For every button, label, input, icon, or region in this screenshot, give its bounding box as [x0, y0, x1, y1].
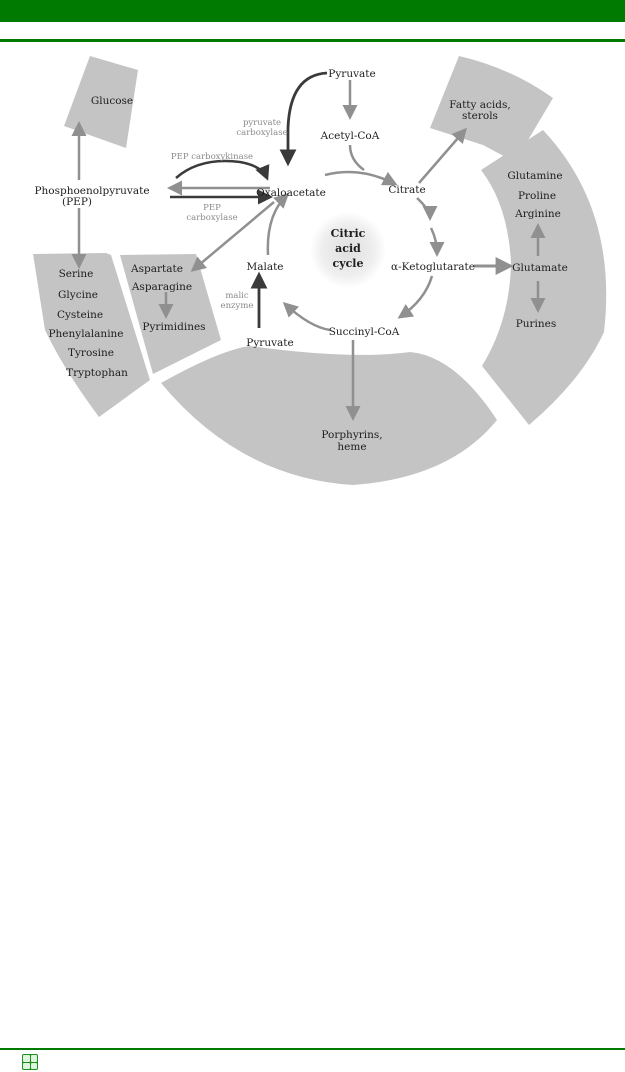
label-serine: Serine	[59, 268, 94, 280]
band-serine	[33, 253, 150, 417]
logo-icon-cell	[23, 1062, 30, 1069]
arrow-citrate-fattyacids	[418, 127, 467, 184]
arrow-acetylcoa-citrate	[348, 144, 365, 172]
header-divider	[0, 39, 625, 42]
arrow-pep-carboxykinase	[175, 159, 270, 181]
band-porphyrins	[161, 346, 497, 485]
label-enzyme-pep-carboxylase-2: carboxylase	[186, 213, 237, 223]
label-pep-2: (PEP)	[62, 196, 92, 208]
label-pyrimidines: Pyrimidines	[142, 321, 205, 333]
label-enzyme-pep-carboxylase-1: PEP	[203, 203, 221, 213]
label-citrate: Citrate	[388, 184, 425, 196]
label-enzyme-pep-carboxykinase: PEP carboxykinase	[171, 152, 253, 162]
label-fatty-acids-1: Fatty acids,	[449, 99, 511, 111]
label-fatty-acids-2: sterols	[462, 110, 498, 122]
logo-icon-cell	[30, 1062, 37, 1069]
arrow-oaa-aspartate	[190, 201, 275, 272]
label-arginine: Arginine	[514, 208, 561, 220]
arc-citrate-akg	[416, 197, 438, 221]
label-glutamine: Glutamine	[507, 170, 562, 182]
label-proline: Proline	[518, 190, 556, 202]
label-pep-1: Phosphoenolpyruvate	[34, 185, 149, 197]
arc-oaa-citrate	[324, 170, 398, 186]
label-glutamate: Glutamate	[512, 262, 568, 274]
citric-acid-cycle-diagram: Citric acid cycle Pyruvate Acetyl-CoA Ci…	[33, 56, 607, 485]
center-label-3: cycle	[333, 257, 364, 270]
logo-icon-cell	[23, 1055, 30, 1062]
arc-akg-succinyl	[397, 275, 434, 319]
band-glutamate	[481, 130, 607, 425]
header-bar	[0, 0, 625, 22]
label-glycine: Glycine	[58, 289, 98, 301]
label-tryptophan: Tryptophan	[66, 367, 128, 379]
label-oxaloacetate: Oxaloacetate	[256, 187, 326, 199]
label-cysteine: Cysteine	[57, 309, 103, 321]
label-tyrosine: Tyrosine	[68, 347, 114, 359]
arc-malate-oaa	[266, 192, 290, 256]
label-asparagine: Asparagine	[131, 281, 192, 293]
arc-akg-ketoglutarate	[429, 227, 445, 257]
arc-succinyl-malate	[282, 301, 331, 332]
center-label-2: acid	[335, 242, 361, 255]
label-malate: Malate	[246, 261, 283, 273]
label-pyruvate-top: Pyruvate	[328, 68, 375, 80]
label-succinyl-coa: Succinyl-CoA	[329, 326, 400, 338]
label-aspartate: Aspartate	[130, 263, 183, 275]
footer-divider	[0, 1048, 625, 1050]
arrow-pyruvate-oxaloacetate	[279, 71, 328, 167]
label-porphyrins-2: heme	[337, 441, 366, 453]
label-enzyme-pyruvate-carboxylase-1: pyruvate	[243, 118, 281, 128]
cycle-center-glow	[310, 212, 386, 288]
label-glucose: Glucose	[91, 95, 133, 107]
label-phenylalanine: Phenylalanine	[48, 328, 123, 340]
logo-icon-cell	[30, 1055, 37, 1062]
label-enzyme-malic-1: malic	[225, 291, 249, 301]
center-label-1: Citric	[331, 227, 366, 240]
label-acetyl-coa: Acetyl-CoA	[320, 130, 380, 142]
label-porphyrins-1: Porphyrins,	[321, 429, 382, 441]
label-pyruvate-bottom: Pyruvate	[246, 337, 293, 349]
label-ketoglutarate: α-Ketoglutarate	[391, 261, 475, 273]
label-enzyme-pyruvate-carboxylase-2: carboxylase	[236, 128, 287, 138]
logo-icon[interactable]	[22, 1054, 38, 1070]
label-purines: Purines	[516, 318, 557, 330]
label-enzyme-malic-2: enzyme	[221, 301, 254, 311]
